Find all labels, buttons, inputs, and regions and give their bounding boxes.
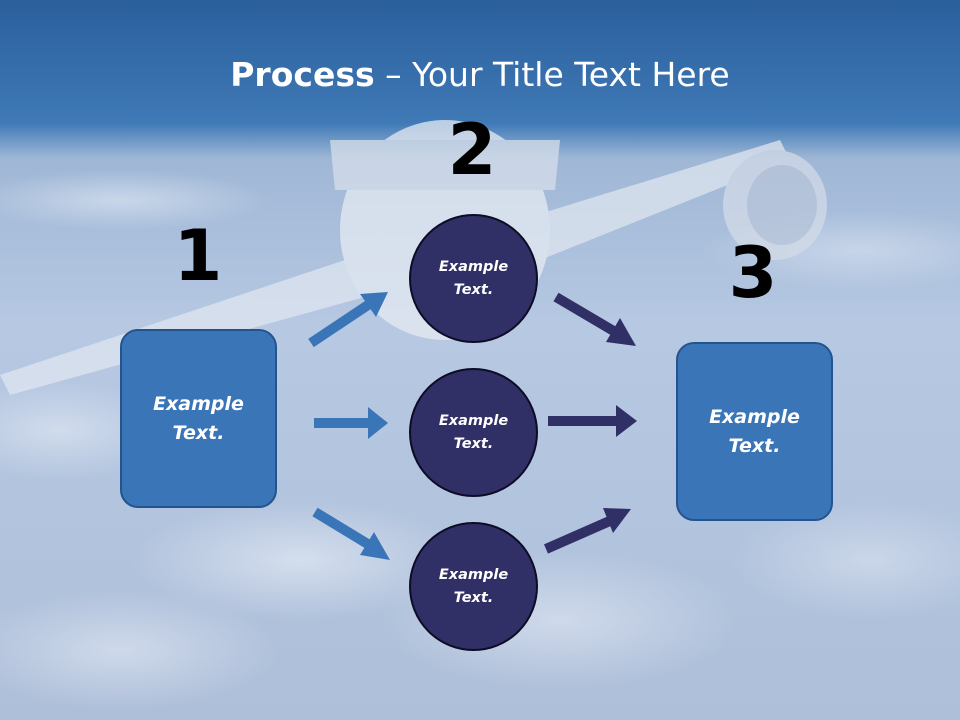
arrow-top-to-right: [553, 292, 636, 346]
title-rest: – Your Title Text Here: [374, 55, 730, 94]
title-bold: Process: [230, 55, 375, 94]
arrow-left-to-top: [308, 292, 388, 348]
circle-top: Example Text.: [409, 214, 538, 343]
arrow-bottom-to-right: [543, 508, 631, 554]
arrow-left-to-bottom: [312, 507, 390, 560]
step-number-1: 1: [173, 215, 223, 297]
right-process-box: Example Text.: [676, 342, 833, 521]
left-box-label: Example Text.: [153, 392, 244, 444]
circle-top-label: Example Text.: [438, 258, 509, 298]
circle-middle-label: Example Text.: [438, 412, 509, 452]
circle-bottom-label: Example Text.: [438, 566, 509, 606]
left-process-box: Example Text.: [120, 329, 277, 508]
step-number-3: 3: [728, 232, 778, 314]
circle-middle: Example Text.: [409, 368, 538, 497]
right-box-label: Example Text.: [709, 405, 800, 457]
slide-title: Process – Your Title Text Here: [0, 50, 960, 100]
step-number-2: 2: [447, 109, 497, 191]
circle-bottom: Example Text.: [409, 522, 538, 651]
arrow-middle-to-right: [548, 405, 637, 437]
arrow-left-to-middle: [314, 407, 388, 439]
